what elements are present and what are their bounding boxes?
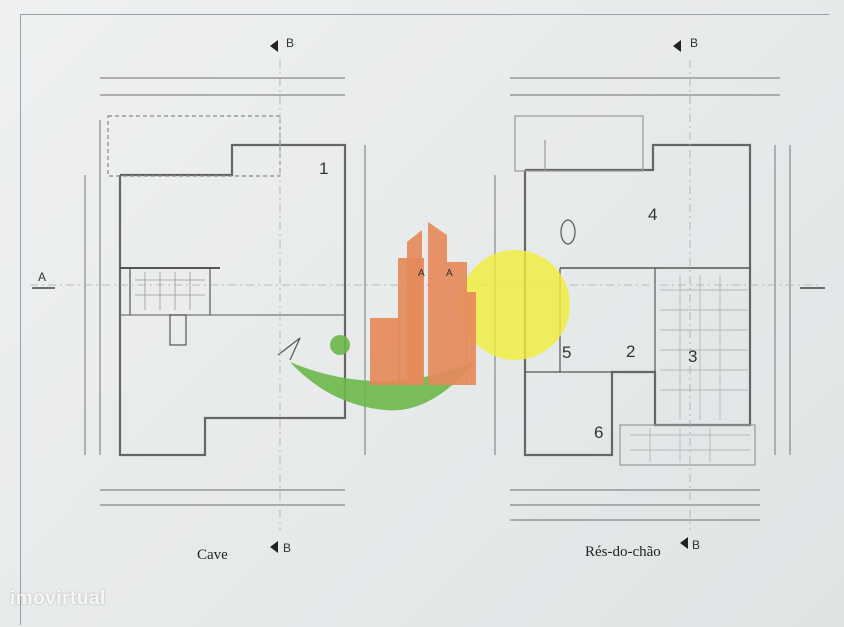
room-4-label: 4 bbox=[648, 205, 658, 224]
room-5-label: 5 bbox=[562, 343, 572, 362]
room-3-label: 3 bbox=[688, 347, 698, 366]
cave-plan-title: Cave bbox=[197, 547, 228, 563]
section-b-top-left: B bbox=[286, 36, 295, 50]
logo-letter-a-1: A bbox=[418, 268, 425, 279]
section-b-bottom-left: B bbox=[283, 541, 292, 555]
cave-plan-walls bbox=[84, 77, 366, 506]
imovirtual-watermark: imovirtual bbox=[10, 588, 106, 609]
sheet-border bbox=[20, 14, 829, 625]
room-1-label: 1 bbox=[319, 159, 329, 178]
section-a-left: A bbox=[38, 270, 47, 284]
section-b-top-right: B bbox=[690, 36, 699, 50]
room-2-label: 2 bbox=[626, 342, 636, 361]
section-arrows bbox=[32, 40, 825, 553]
room-6-label: 6 bbox=[594, 423, 604, 442]
section-b-bottom-right: B bbox=[692, 538, 701, 552]
agency-logo bbox=[290, 222, 570, 411]
res-do-chao-plan-title: Rés-do-chão bbox=[585, 544, 661, 560]
logo-letter-a-2: A bbox=[446, 268, 453, 279]
